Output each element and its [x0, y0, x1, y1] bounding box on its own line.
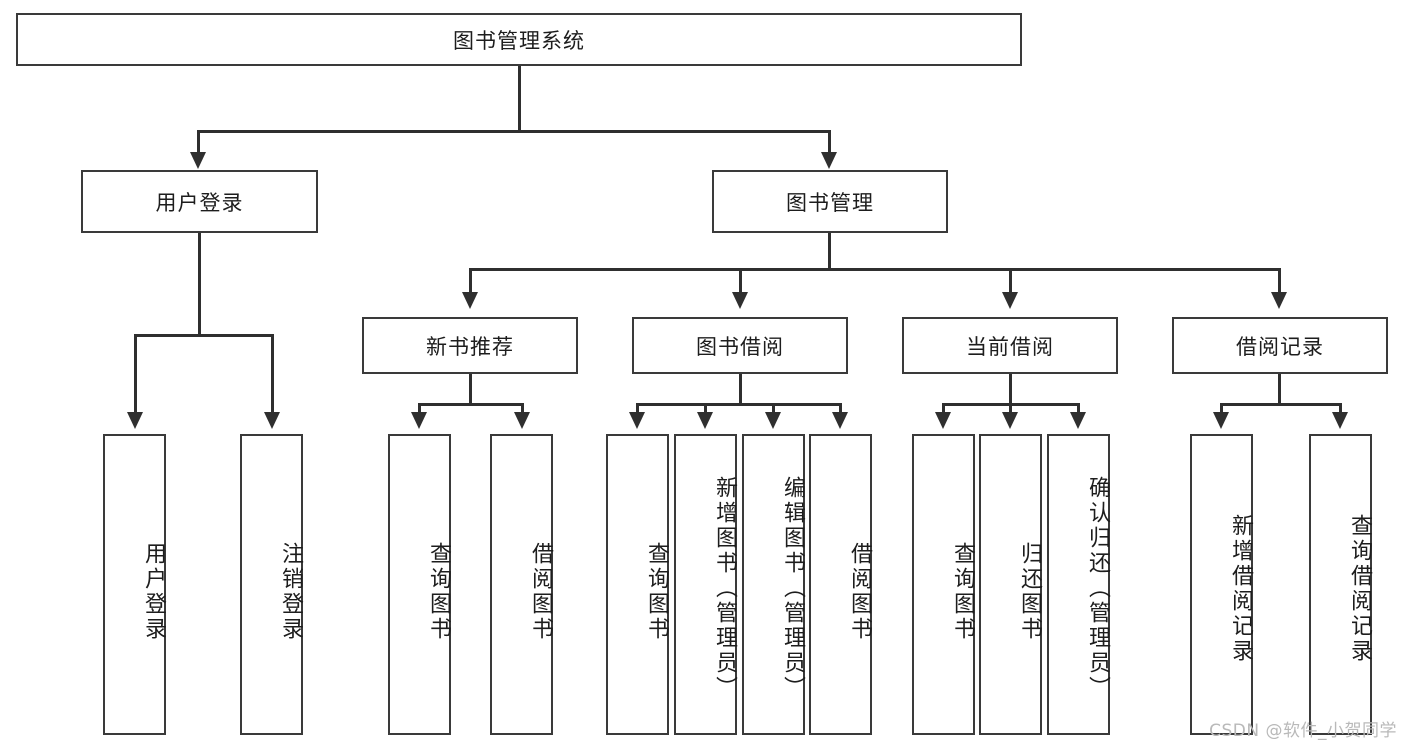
leaf-br-add-record[interactable]: 新增借阅记录: [1190, 434, 1253, 735]
arrow-to-leaf-nbr-1: [411, 412, 427, 429]
leaf-br-query-record[interactable]: 查询借阅记录: [1309, 434, 1372, 735]
edge-bb-stem: [739, 374, 742, 405]
arrow-to-leaf-bb-1: [629, 412, 645, 429]
edge-bm-drop-4: [1278, 268, 1281, 296]
node-label: 借阅图书: [847, 541, 872, 642]
node-label: 用户登录: [155, 190, 244, 215]
edge-cb-drop-2: [1009, 403, 1012, 416]
arrow-to-user-login: [190, 152, 206, 169]
node-label: 新书推荐: [426, 334, 514, 359]
edge-bm-drop-2: [739, 268, 742, 296]
node-label: 归还图书: [1017, 541, 1042, 642]
node-user-login[interactable]: 用户登录: [81, 170, 318, 233]
arrow-to-leaf-cb-3: [1070, 412, 1086, 429]
node-label: 确认归还（管理员）: [1085, 476, 1110, 701]
edge-book-management-stem: [828, 233, 831, 270]
edge-bb-drop-4: [839, 403, 842, 416]
leaf-cb-return-book[interactable]: 归还图书: [979, 434, 1042, 735]
edge-cb-drop-1: [942, 403, 945, 416]
node-label: 用户登录: [141, 541, 166, 642]
edge-root-drop-right: [828, 130, 831, 156]
edge-cb-drop-3: [1077, 403, 1080, 416]
arrow-to-leaf-bb-4: [832, 412, 848, 429]
arrow-to-borrow-record: [1271, 292, 1287, 309]
arrow-to-leaf-bb-2: [697, 412, 713, 429]
node-current-borrow[interactable]: 当前借阅: [902, 317, 1118, 374]
edge-nbr-drop-2: [521, 403, 524, 416]
node-label: 新增借阅记录: [1228, 513, 1253, 664]
edge-br-stem: [1278, 374, 1281, 405]
node-label: 借阅图书: [528, 541, 553, 642]
edge-bb-drop-2: [704, 403, 707, 416]
edge-book-management-bus: [469, 268, 1281, 271]
arrow-to-leaf-cb-2: [1002, 412, 1018, 429]
node-label: 查询图书: [950, 541, 975, 642]
node-borrow-record[interactable]: 借阅记录: [1172, 317, 1388, 374]
edge-bm-drop-1: [469, 268, 472, 296]
leaf-bb-add-book-admin[interactable]: 新增图书（管理员）: [674, 434, 737, 735]
node-label: 查询图书: [426, 541, 451, 642]
watermark: CSDN @软件_小贺同学: [1209, 721, 1397, 741]
node-label: 新增图书（管理员）: [712, 476, 737, 701]
edge-br-bus: [1220, 403, 1342, 406]
leaf-bb-edit-book-admin[interactable]: 编辑图书（管理员）: [742, 434, 805, 735]
leaf-cb-query-book[interactable]: 查询图书: [912, 434, 975, 735]
edge-bb-drop-1: [636, 403, 639, 416]
leaf-nbr-query-book[interactable]: 查询图书: [388, 434, 451, 735]
arrow-to-book-management: [821, 152, 837, 169]
node-label: 图书管理系统: [453, 28, 585, 53]
leaf-logout[interactable]: 注销登录: [240, 434, 303, 735]
arrow-to-current-borrow: [1002, 292, 1018, 309]
node-label: 图书借阅: [696, 334, 784, 359]
edge-br-drop-1: [1220, 403, 1223, 416]
leaf-cb-confirm-return-admin[interactable]: 确认归还（管理员）: [1047, 434, 1110, 735]
edge-bb-drop-3: [772, 403, 775, 416]
arrow-to-leaf-nbr-2: [514, 412, 530, 429]
arrow-to-leaf-logout: [264, 412, 280, 429]
node-label: 查询借阅记录: [1347, 513, 1372, 664]
edge-root-stem: [518, 66, 521, 132]
leaf-user-login[interactable]: 用户登录: [103, 434, 166, 735]
edge-user-login-stem: [198, 233, 201, 336]
edge-bm-drop-3: [1009, 268, 1012, 296]
leaf-nbr-borrow-book[interactable]: 借阅图书: [490, 434, 553, 735]
leaf-bb-borrow-book[interactable]: 借阅图书: [809, 434, 872, 735]
arrow-to-book-borrow: [732, 292, 748, 309]
arrow-to-leaf-br-1: [1213, 412, 1229, 429]
edge-nbr-drop-1: [418, 403, 421, 416]
node-label: 注销登录: [278, 541, 303, 642]
node-label: 借阅记录: [1236, 334, 1324, 359]
node-book-borrow[interactable]: 图书借阅: [632, 317, 848, 374]
edge-nbr-bus: [418, 403, 524, 406]
node-book-management[interactable]: 图书管理: [712, 170, 948, 233]
edge-root-drop-left: [197, 130, 200, 156]
node-label: 图书管理: [786, 190, 874, 215]
edge-user-login-bus: [134, 334, 273, 337]
edge-bb-bus: [636, 403, 842, 406]
node-label: 当前借阅: [966, 334, 1054, 359]
edge-user-login-drop-2: [271, 334, 274, 416]
arrow-to-new-book-recommend: [462, 292, 478, 309]
edge-nbr-stem: [469, 374, 472, 405]
node-new-book-recommend[interactable]: 新书推荐: [362, 317, 578, 374]
arrow-to-leaf-bb-3: [765, 412, 781, 429]
edge-br-drop-2: [1339, 403, 1342, 416]
edge-cb-stem: [1009, 374, 1012, 405]
arrow-to-leaf-user-login: [127, 412, 143, 429]
node-root-book-management-system[interactable]: 图书管理系统: [16, 13, 1022, 66]
node-label: 查询图书: [644, 541, 669, 642]
arrow-to-leaf-cb-1: [935, 412, 951, 429]
arrow-to-leaf-br-2: [1332, 412, 1348, 429]
leaf-bb-query-book[interactable]: 查询图书: [606, 434, 669, 735]
edge-user-login-drop-1: [134, 334, 137, 416]
edge-root-bus: [197, 130, 831, 133]
node-label: 编辑图书（管理员）: [780, 476, 805, 701]
